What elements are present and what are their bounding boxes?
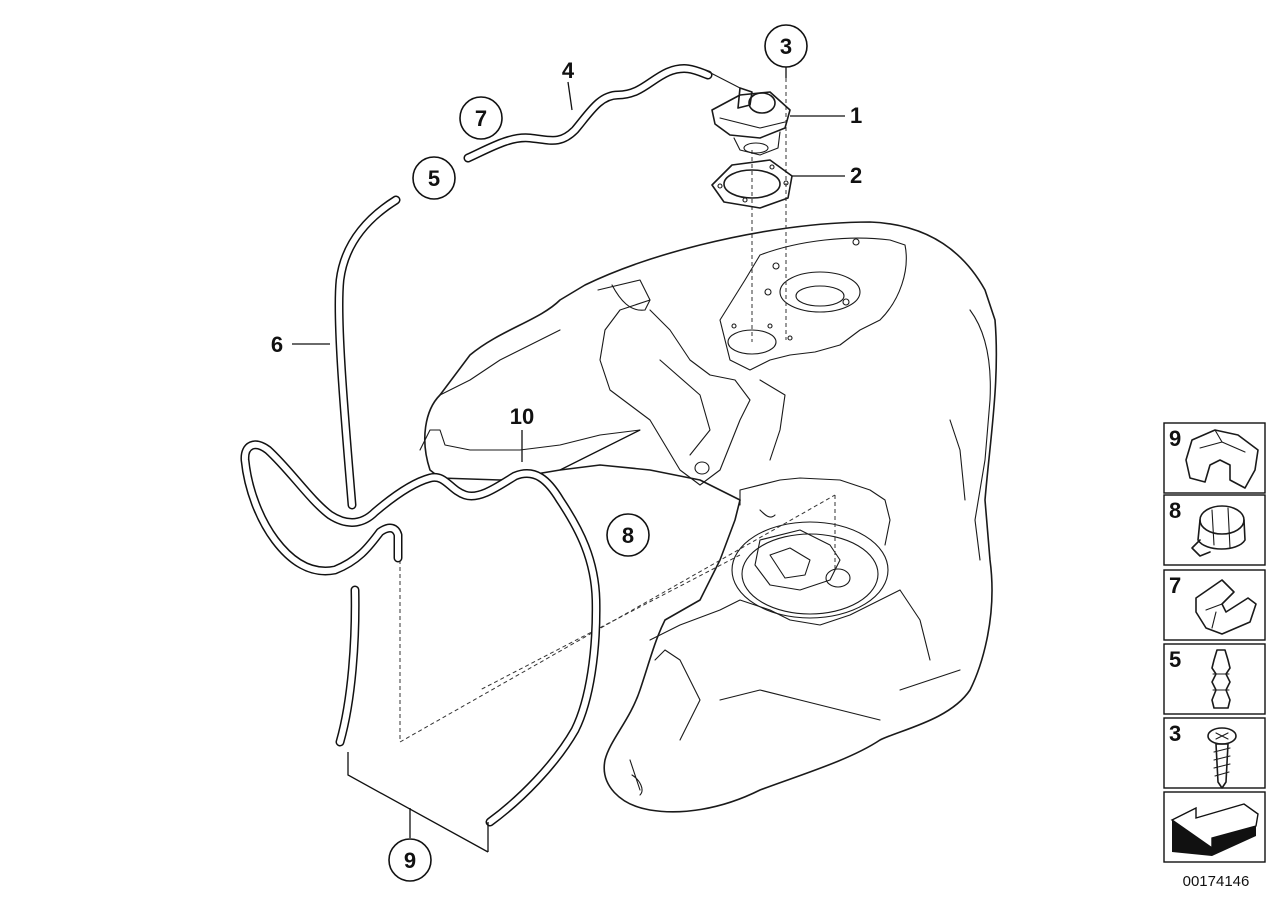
legend-item-9[interactable]: 9 <box>1163 422 1266 494</box>
legend-item-5[interactable]: 5 <box>1163 643 1266 715</box>
fuel-tank <box>419 221 998 813</box>
callout-10-label: 10 <box>510 404 534 429</box>
clip-icon <box>1185 429 1259 489</box>
callout-1-label: 1 <box>850 103 862 128</box>
legend-item-8-label: 8 <box>1169 498 1181 523</box>
legend-item-8[interactable]: 8 <box>1163 494 1266 566</box>
callout-4-label: 4 <box>562 58 575 83</box>
connector-icon <box>1211 649 1231 709</box>
part-6-hose[interactable] <box>334 195 401 747</box>
holder-icon <box>1195 579 1257 635</box>
clamp-icon <box>1191 505 1246 557</box>
legend-item-7-label: 7 <box>1169 573 1181 598</box>
callout-6-label: 6 <box>271 332 283 357</box>
legend-item-7[interactable]: 7 <box>1163 569 1266 641</box>
part-2-gasket[interactable] <box>711 159 793 209</box>
callout-5-label: 5 <box>428 166 440 191</box>
callout-2-label: 2 <box>850 163 862 188</box>
legend-nav[interactable] <box>1163 791 1266 863</box>
assembly-lines <box>399 78 836 743</box>
legend-item-3[interactable]: 3 <box>1163 717 1266 789</box>
callout-7[interactable]: 7 <box>459 96 503 140</box>
callout-2[interactable]: 2 <box>850 163 862 188</box>
part-10-hose[interactable] <box>240 440 601 827</box>
callout-7-label: 7 <box>475 106 487 131</box>
legend-item-9-label: 9 <box>1169 426 1181 451</box>
legend-item-5-label: 5 <box>1169 647 1181 672</box>
callout-4[interactable]: 4 <box>562 58 575 83</box>
callout-3[interactable]: 3 <box>764 24 808 68</box>
callout-9-label: 9 <box>404 848 416 873</box>
callout-8-label: 8 <box>622 523 634 548</box>
arrow-icon <box>1170 803 1259 856</box>
callout-3-label: 3 <box>780 34 792 59</box>
part-1-pump-cover[interactable] <box>711 87 791 156</box>
callout-5[interactable]: 5 <box>412 156 456 200</box>
screw-icon <box>1207 727 1237 789</box>
leader-lines <box>292 62 845 853</box>
callout-9[interactable]: 9 <box>388 838 432 882</box>
callout-10[interactable]: 10 <box>510 404 534 429</box>
legend-item-3-label: 3 <box>1169 721 1181 746</box>
part-4-vent-hose[interactable] <box>463 64 741 163</box>
callout-6[interactable]: 6 <box>271 332 283 357</box>
diagram-id: 00174146 <box>1183 873 1250 890</box>
callout-8[interactable]: 8 <box>606 513 650 557</box>
callout-1[interactable]: 1 <box>850 103 862 128</box>
parts-legend: 9 8 7 <box>1163 422 1266 863</box>
